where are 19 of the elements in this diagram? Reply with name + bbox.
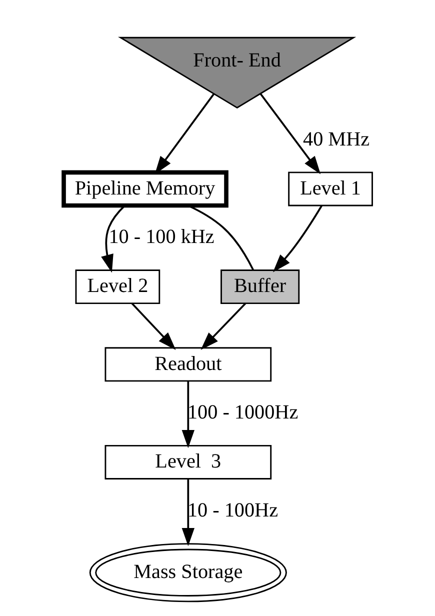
edge-label: 10 - 100 kHz [108,226,214,248]
arrow [181,381,194,448]
arrow [130,302,176,350]
arrow [100,205,125,273]
edge-label: 10 - 100Hz [186,499,278,522]
arrow [259,93,320,174]
node-box: Pipeline Memory [61,170,228,208]
node-box: Readout [104,347,272,382]
edge-label: 100 - 1000Hz [186,402,298,424]
node-box: Level 1 [288,172,372,206]
node-box: Level 3 [104,444,272,480]
edge-label: 40 MHz [302,128,370,150]
connector [187,204,254,270]
arrow [181,479,194,546]
node-box: Level 2 [74,270,160,304]
node-ellipse: Mass Storage [88,543,286,602]
node-box: Buffer [220,270,300,304]
arrow [200,302,246,350]
arrow [272,205,322,272]
